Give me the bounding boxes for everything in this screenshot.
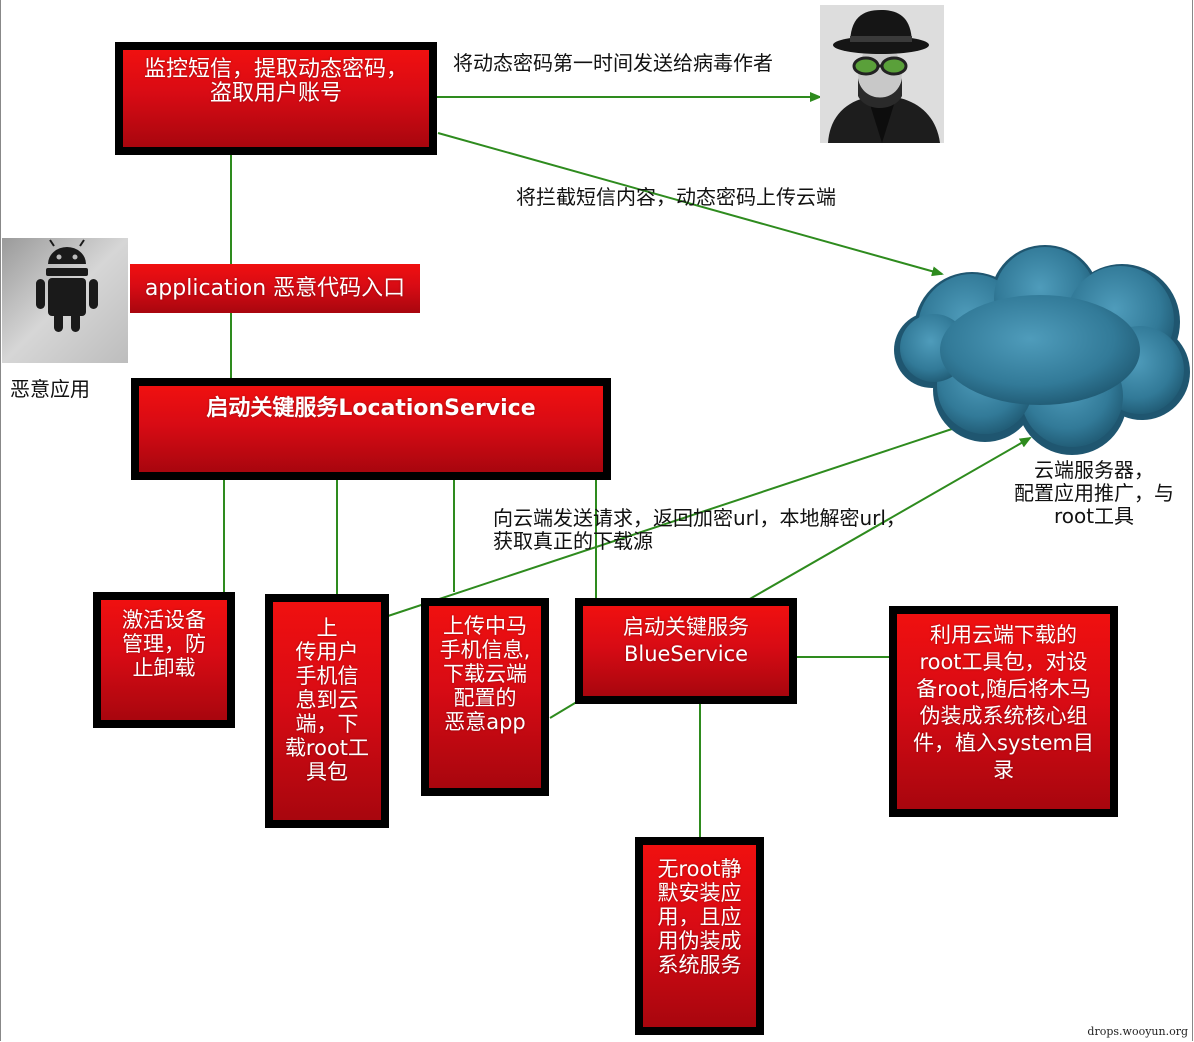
blue-service-box: 启动关键服务 BlueService [575,598,797,704]
location-service-text: 启动关键服务LocationService [206,396,536,421]
silent-install-text: 无root静 默安装应 用，且应 用伪装成 系统服务 [657,857,742,977]
edge-blueservice-to-cloud [740,437,1032,605]
hacker-icon [820,5,944,143]
root-tool-text: 利用云端下载的 root工具包，对设 备root,随后将木马 伪装成系统核心组 … [913,623,1094,782]
cloud-icon [894,245,1190,455]
request-cloud-label: 向云端发送请求，返回加密url，本地解密url， 获取真正的下载源 [493,506,906,553]
blue-service-text: 启动关键服务 BlueService [623,615,749,666]
watermark: drops.wooyun.org [1087,1025,1188,1038]
malicious-app-label: 恶意应用 [10,377,90,401]
android-icon [2,238,128,363]
upload-trojan-text: 上传中马 手机信息, 下载云端 配置的 恶意app [439,614,531,734]
send-password-label: 将动态密码第一时间发送给病毒作者 [453,51,773,75]
cloud-server-label: 云端服务器， 配置应用推广，与 root工具 [1014,458,1174,528]
application-entry-text: application 恶意代码入口 [144,276,406,301]
upload-sms-label: 将拦截短信内容，动态密码上传云端 [516,185,836,209]
root-tool-box: 利用云端下载的 root工具包，对设 备root,随后将木马 伪装成系统核心组 … [889,606,1118,817]
edge-upload-info-to-cloud [384,423,966,618]
location-service-box: 启动关键服务LocationService [131,378,611,480]
monitor-sms-box: 监控短信，提取动态密码， 盗取用户账号 [115,42,437,155]
activate-device-text: 激活设备 管理，防 止卸载 [122,608,206,680]
upload-info-text: 上 传用户 手机信 息到云 端，下 载root工 具包 [284,616,370,784]
application-entry-box: application 恶意代码入口 [130,264,420,313]
monitor-sms-text: 监控短信，提取动态密码， 盗取用户账号 [143,57,408,106]
upload-info-box: 上 传用户 手机信 息到云 端，下 载root工 具包 [265,594,389,828]
silent-install-box: 无root静 默安装应 用，且应 用伪装成 系统服务 [635,837,764,1035]
activate-device-box: 激活设备 管理，防 止卸载 [93,592,235,728]
edge-monitor-to-cloud [437,132,944,277]
upload-trojan-box: 上传中马 手机信息, 下载云端 配置的 恶意app [421,598,549,796]
